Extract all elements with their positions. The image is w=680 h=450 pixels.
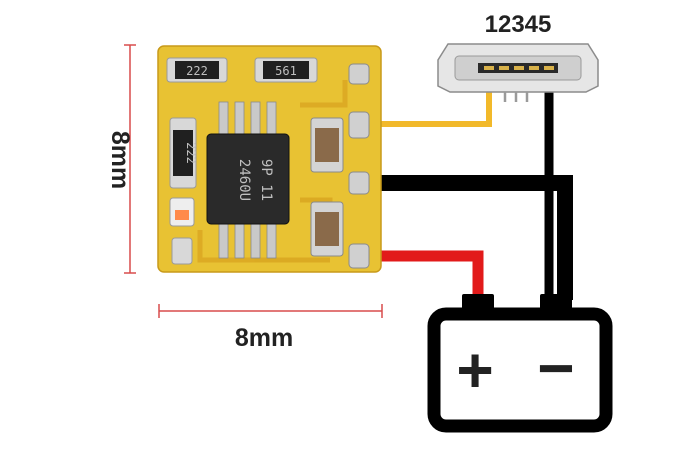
ic-marking-line2: 9P 11	[258, 159, 274, 201]
led-component	[169, 197, 195, 265]
height-label: 8mm	[106, 131, 134, 189]
capacitor-lower	[310, 201, 344, 257]
connector-leads	[503, 92, 529, 102]
ic-marking-line1: 2460U	[236, 159, 252, 201]
resistor-top-left: 222	[166, 57, 228, 83]
battery: + −	[427, 294, 613, 433]
pad-data	[348, 111, 370, 139]
battery-plus-symbol: +	[456, 334, 493, 406]
resistor-left-code: 222	[184, 142, 198, 164]
positive-wire-red	[372, 250, 484, 300]
battery-minus-symbol: −	[537, 332, 574, 404]
pad-positive	[348, 243, 370, 269]
capacitor-upper	[310, 117, 344, 173]
wires	[372, 90, 573, 300]
ic-pins	[218, 101, 277, 259]
resistor-top-right: 561	[254, 57, 318, 83]
pcb-module: 222 561 222	[157, 45, 382, 273]
ic-chip: 2460U 9P 11	[206, 133, 290, 225]
battery-body	[427, 307, 613, 433]
resistor-top-right-code: 561	[275, 64, 297, 78]
width-label: 8mm	[235, 324, 293, 352]
width-dimension: 8mm	[158, 304, 383, 352]
ground-wire-black	[372, 175, 573, 300]
pad-1	[348, 63, 370, 85]
connector-pin-numbers: 12345	[485, 11, 552, 38]
resistor-top-left-code: 222	[186, 64, 208, 78]
connector-contacts	[484, 66, 554, 70]
data-wire-yellow	[372, 90, 492, 127]
pad-ground	[348, 171, 370, 195]
height-dimension: 8mm	[106, 44, 136, 274]
micro-usb-connector: 12345	[437, 11, 599, 102]
resistor-left: 222	[169, 117, 198, 189]
solder-pads	[348, 63, 370, 269]
